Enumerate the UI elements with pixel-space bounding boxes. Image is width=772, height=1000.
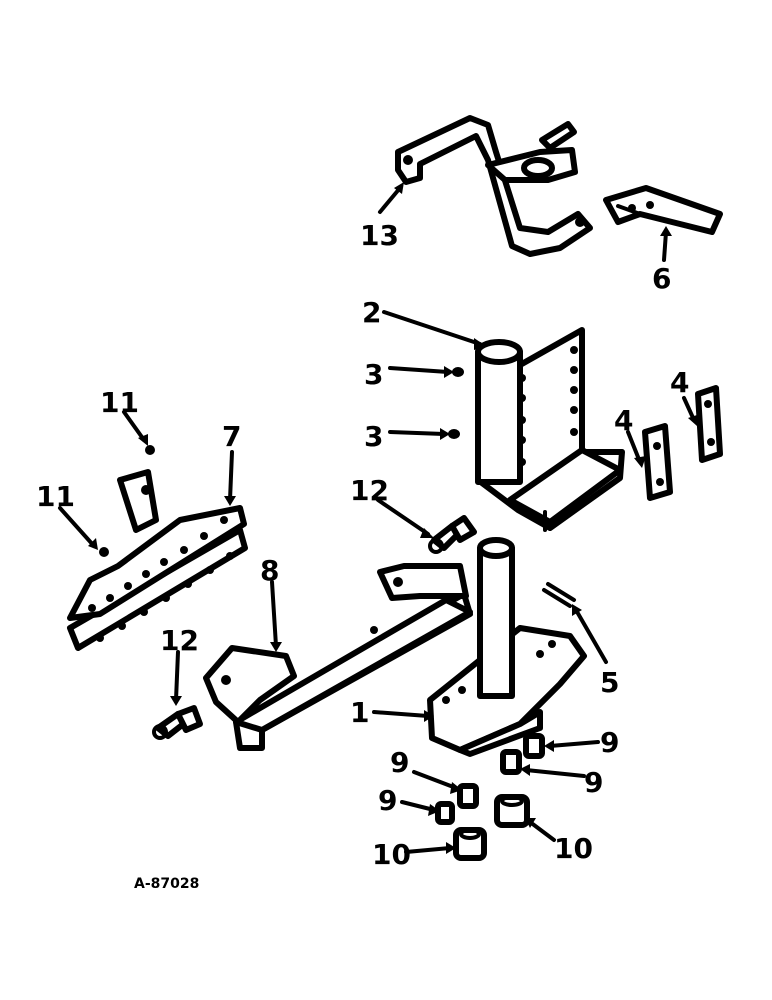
part-9-bushing-4 <box>435 801 455 825</box>
part-5-cotter-pin <box>542 582 576 608</box>
callout-13: 13 <box>360 219 399 252</box>
part-2-post-socket-bracket <box>475 327 625 532</box>
part-1-swivel-base <box>427 537 587 757</box>
callout-10-left: 10 <box>372 838 411 871</box>
part-4-spacer-plate-right <box>695 385 723 463</box>
callout-11-upper: 11 <box>100 386 139 419</box>
leader-lines <box>58 182 700 854</box>
callout-11-lower: 11 <box>36 480 75 513</box>
callout-9-right-lower: 9 <box>584 766 603 799</box>
part-7-drilled-plate <box>67 469 248 651</box>
part-13-offset-bracket <box>395 115 593 257</box>
part-3-pin-lower <box>448 429 460 439</box>
part-10-bushing-large-left <box>453 827 487 861</box>
part-9-bushing-3 <box>457 783 479 809</box>
part-11-bolt-lower <box>99 547 109 557</box>
part-9-bushing-1 <box>523 733 545 759</box>
callout-5: 5 <box>600 666 619 699</box>
callout-7: 7 <box>222 420 241 453</box>
part-9-bushing-2 <box>500 749 522 775</box>
callout-10-right: 10 <box>554 832 593 865</box>
callout-6: 6 <box>652 262 671 295</box>
callout-12-upper: 12 <box>350 474 389 507</box>
callout-8: 8 <box>260 554 279 587</box>
part-3-pin-upper <box>452 367 464 377</box>
part-4-spacer-plate-left <box>642 423 673 501</box>
callout-4-left: 4 <box>614 404 633 437</box>
diagram-reference-number: A-87028 <box>134 876 199 892</box>
callout-9-left-lower: 9 <box>378 784 397 817</box>
callout-12-lower: 12 <box>160 624 199 657</box>
part-12-bolt-lower <box>152 705 203 740</box>
callout-1: 1 <box>350 696 369 729</box>
part-8-drawbar-frame <box>203 563 473 751</box>
callout-3-upper: 3 <box>364 358 383 391</box>
callout-9-left-top: 9 <box>390 746 409 779</box>
part-11-bolt-upper <box>145 445 155 455</box>
callout-9-right-top: 9 <box>600 726 619 759</box>
part-6-plate <box>603 185 723 235</box>
callout-4-right: 4 <box>670 366 689 399</box>
part-10-bushing-large-right <box>494 794 530 828</box>
part-12-bolt-upper <box>428 515 477 554</box>
callout-3-lower: 3 <box>364 420 383 453</box>
callout-2: 2 <box>362 296 381 329</box>
